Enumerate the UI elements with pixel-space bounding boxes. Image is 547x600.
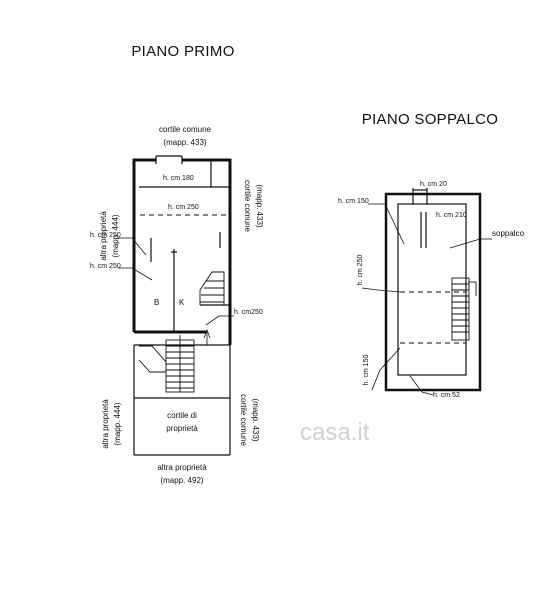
room-k-label: K bbox=[179, 298, 185, 307]
watermark: casa.it bbox=[300, 419, 370, 446]
internal-stair bbox=[199, 271, 225, 305]
bottom-neighbor-label-2: (mapp. 492) bbox=[160, 476, 203, 485]
left-lower-label-2: (mapp. 444) bbox=[113, 402, 122, 445]
soppalco-walls bbox=[384, 188, 482, 392]
label-h-180: h. cm 180 bbox=[163, 175, 194, 182]
courtyard-label-2: proprietà bbox=[166, 424, 198, 433]
room-b-label: B bbox=[154, 298, 159, 307]
label-h-150-vertical: h. cm 150 bbox=[363, 355, 370, 386]
label-h-52: h. cm 52 bbox=[433, 392, 460, 399]
top-neighbor-label-1: cortile comune bbox=[159, 125, 212, 134]
left-upper-label-2: (mapp. 444) bbox=[111, 214, 120, 257]
label-soppalco: soppalco bbox=[492, 229, 525, 238]
bottom-neighbor-label-1: altra proprietà bbox=[157, 463, 207, 472]
piano-soppalco-title: PIANO SOPPALCO bbox=[362, 111, 498, 128]
internal-partitions bbox=[139, 160, 230, 332]
soppalco-stair bbox=[451, 277, 477, 341]
right-lower-label-2: (mapp. 433) bbox=[251, 398, 260, 441]
piano-primo-plan: PIANO PRIMO cortile comune (mapp. 433) bbox=[90, 43, 264, 485]
left-upper-label-1: altra proprietà bbox=[99, 211, 108, 261]
right-upper-label-1: cortile comune bbox=[243, 180, 252, 233]
label-h-250-left-b: h. cm 250 bbox=[90, 263, 121, 270]
piano-primo-title: PIANO PRIMO bbox=[131, 43, 234, 60]
courtyard-label-1: cortile di bbox=[167, 411, 197, 420]
external-stair bbox=[138, 328, 211, 393]
label-h-20: h. cm 20 bbox=[420, 181, 447, 188]
label-h-150-top: h. cm 150 bbox=[338, 198, 369, 205]
top-neighbor-label-2: (mapp. 433) bbox=[163, 138, 206, 147]
label-h-250-inside: h. cm 250 bbox=[168, 204, 199, 211]
piano-soppalco-plan: PIANO SOPPALCO bbox=[338, 111, 525, 399]
label-h-250-vertical: h. cm 250 bbox=[357, 255, 364, 286]
label-h-210: h. cm 210 bbox=[436, 212, 467, 219]
label-h-250-left-a: h. cm 250 bbox=[90, 232, 121, 239]
right-upper-label-2: (mapp. 433) bbox=[255, 184, 264, 227]
building-walls bbox=[132, 155, 232, 456]
label-h-250-right: h. cm250 bbox=[234, 309, 263, 316]
left-lower-label-1: altra proprietà bbox=[101, 399, 110, 449]
right-lower-label-1: cortile comune bbox=[239, 394, 248, 447]
